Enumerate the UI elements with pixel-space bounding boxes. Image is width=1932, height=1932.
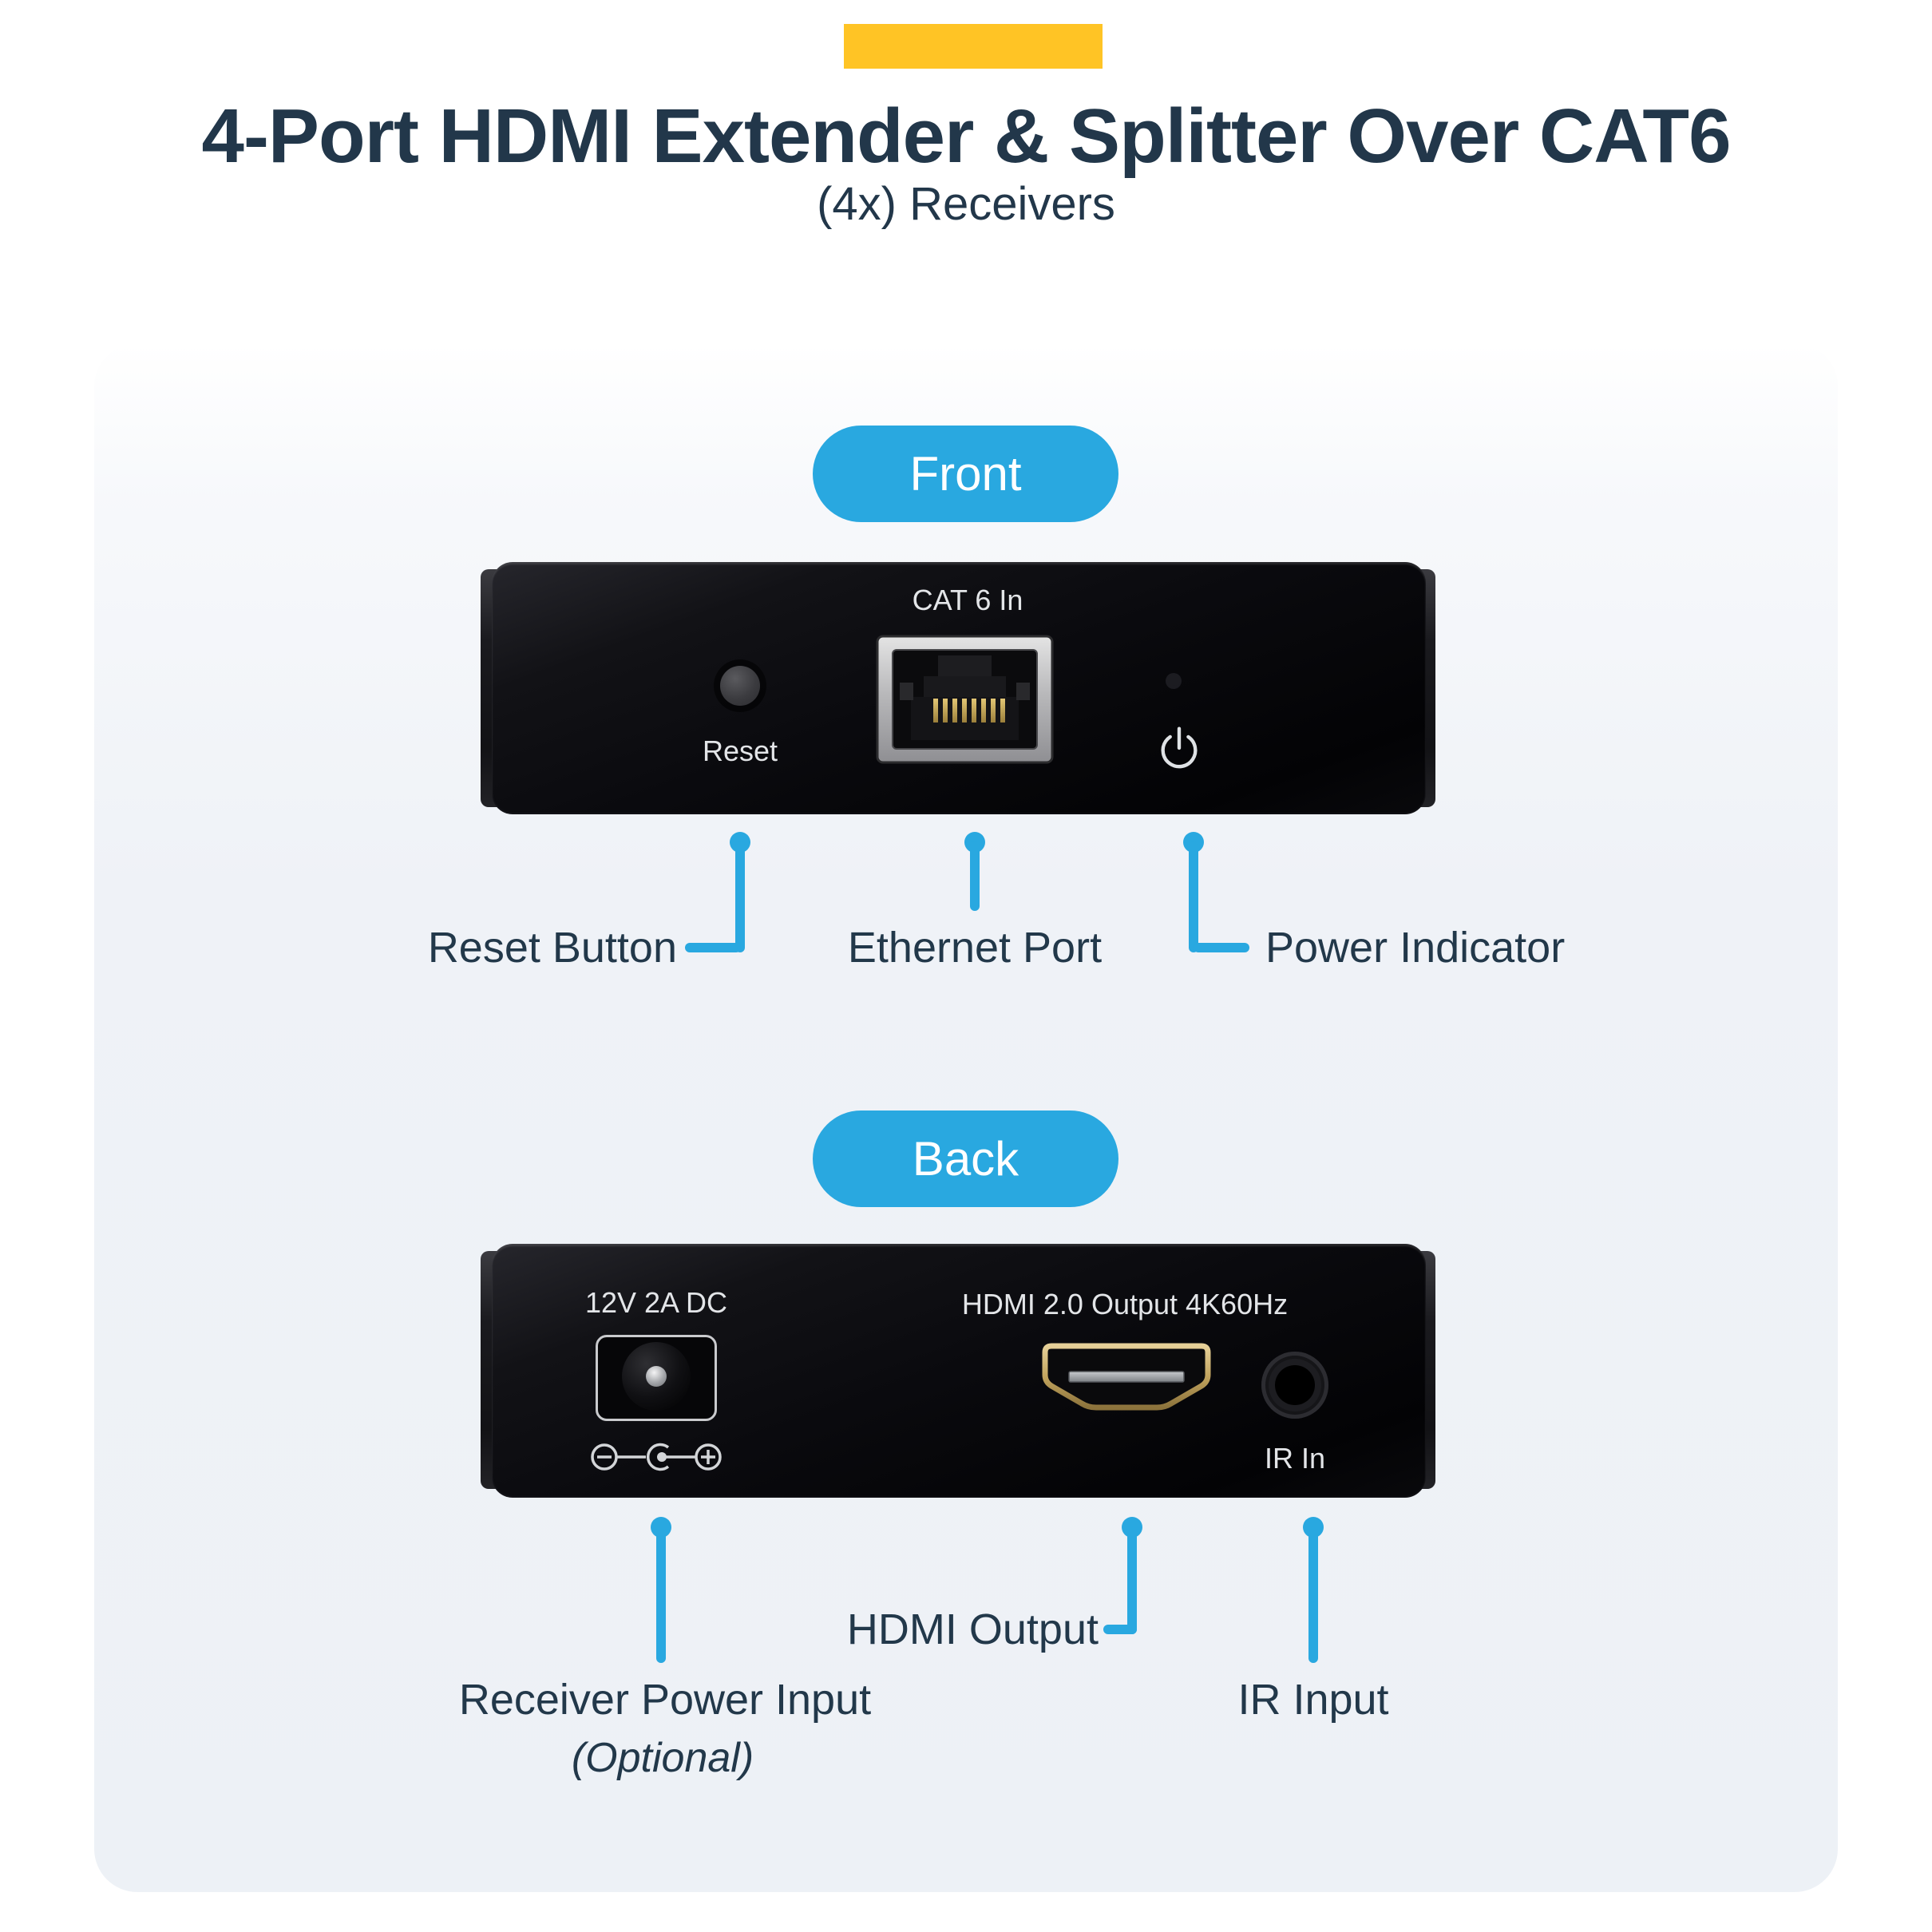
callout-label-ir-input: IR Input: [1237, 1676, 1389, 1724]
accent-bar: [844, 24, 1103, 69]
callout-line: [1308, 1526, 1318, 1663]
callout-label-hdmi-output: HDMI Output: [846, 1605, 1099, 1653]
dc-jack-pin: [646, 1366, 667, 1387]
page-subtitle: (4x) Receivers: [817, 178, 1115, 230]
back-device-panel: 12V 2A DC HDMI 2.0 Output 4K60Hz: [492, 1244, 1426, 1498]
callout-label-receiver-power: Receiver Power Input: [458, 1676, 872, 1724]
polarity-icon: [591, 1443, 722, 1471]
hdmi-output-label: HDMI 2.0 Output 4K60Hz: [961, 1288, 1289, 1320]
callout-line: [735, 841, 745, 952]
front-device-panel: CAT 6 In: [492, 562, 1426, 814]
callout-sublabel-optional: (Optional): [571, 1735, 754, 1781]
rj45-ethernet-port: [876, 635, 1054, 764]
dc-power-label: 12V 2A DC: [584, 1286, 728, 1319]
callout-line: [1127, 1526, 1137, 1634]
back-badge: Back: [813, 1111, 1118, 1207]
page-title: 4-Port HDMI Extender & Splitter Over CAT…: [201, 93, 1732, 179]
callout-elbow: [685, 943, 741, 952]
callout-label-power-indicator: Power Indicator: [1265, 924, 1566, 972]
power-led-indicator: [1166, 673, 1182, 689]
front-badge-label: Front: [909, 447, 1022, 501]
callout-elbow: [1194, 943, 1249, 952]
callout-label-reset-button: Reset Button: [427, 924, 677, 972]
callout-line: [970, 841, 980, 911]
back-badge-label: Back: [912, 1132, 1019, 1186]
hdmi-port: [1042, 1343, 1211, 1411]
callout-line: [656, 1526, 666, 1663]
callout-line: [1189, 841, 1198, 952]
cat6-port-label: CAT 6 In: [912, 584, 1023, 616]
power-icon: [1161, 726, 1198, 769]
callout-label-ethernet-port: Ethernet Port: [847, 924, 1103, 972]
ir-in-label: IR In: [1264, 1442, 1326, 1475]
front-badge: Front: [813, 426, 1118, 522]
ir-jack-hole: [1275, 1365, 1315, 1405]
reset-button: [720, 666, 760, 706]
callout-elbow: [1103, 1625, 1137, 1634]
reset-label: Reset: [702, 734, 778, 767]
